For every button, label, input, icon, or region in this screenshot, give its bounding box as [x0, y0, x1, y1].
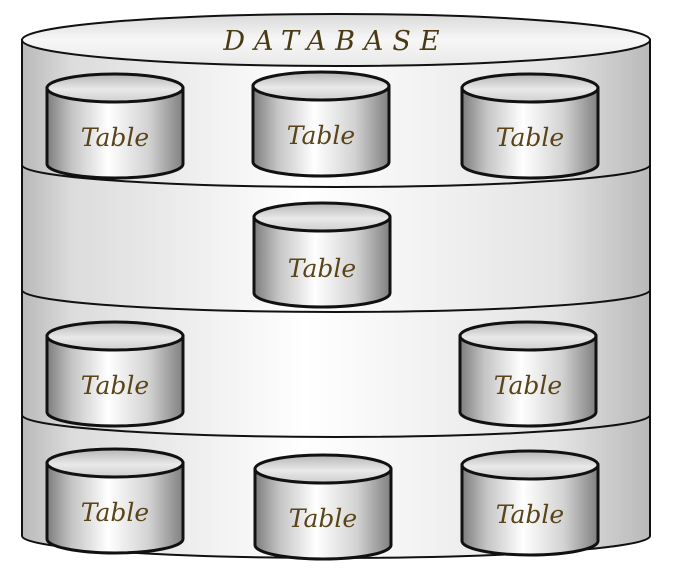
- table-label: Table: [81, 371, 149, 400]
- table-label: Table: [287, 121, 355, 150]
- database-title: DATABASE: [222, 26, 448, 57]
- table-label: Table: [289, 504, 357, 533]
- table-label: Table: [81, 123, 149, 152]
- database-cylinder-top: [21, 13, 651, 67]
- tier-separator-2: [21, 289, 651, 313]
- table-label: Table: [496, 500, 564, 529]
- table-cylinder: Table: [458, 320, 598, 428]
- tier-separator-3: [21, 414, 651, 438]
- table-cylinder: Table: [460, 72, 600, 180]
- table-cylinder: Table: [252, 201, 392, 309]
- table-cylinder: Table: [251, 70, 391, 178]
- table-cylinder: Table: [45, 447, 185, 555]
- table-cylinder: Table: [45, 320, 185, 428]
- table-label: Table: [288, 254, 356, 283]
- table-label: Table: [494, 371, 562, 400]
- tier-separator-1: [21, 164, 651, 188]
- table-cylinder: Table: [45, 72, 185, 180]
- table-cylinder: Table: [460, 449, 600, 557]
- table-cylinder: Table: [253, 453, 393, 561]
- table-label: Table: [496, 123, 564, 152]
- table-label: Table: [81, 498, 149, 527]
